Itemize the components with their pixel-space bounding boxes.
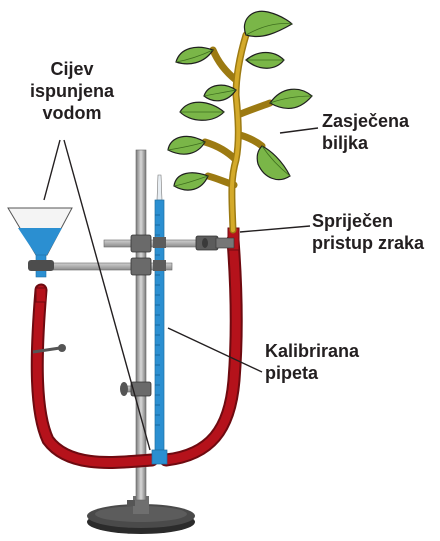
stand-base (87, 496, 195, 534)
stem-clamp (196, 236, 234, 250)
label-cut-plant-line1: Zasječena (322, 110, 409, 132)
stand-rod (136, 150, 146, 500)
label-calibrated-pipette-line1: Kalibrirana (265, 340, 359, 362)
calibrated-pipette (152, 175, 167, 464)
label-water-tube: Cijev ispunjena vodom (12, 58, 132, 124)
label-water-tube-line1: Cijev (12, 58, 132, 80)
label-cut-plant-line2: biljka (322, 132, 409, 154)
label-calibrated-pipette-line2: pipeta (265, 362, 359, 384)
label-water-tube-line3: vodom (12, 102, 132, 124)
label-cut-plant: Zasječena biljka (322, 110, 409, 154)
label-calibrated-pipette: Kalibrirana pipeta (265, 340, 359, 384)
label-air-sealed-line1: Spriječen (312, 210, 424, 232)
label-air-sealed-line2: pristup zraka (312, 232, 424, 254)
label-air-sealed: Spriječen pristup zraka (312, 210, 424, 254)
boss-head (120, 235, 151, 396)
label-water-tube-line2: ispunjena (12, 80, 132, 102)
